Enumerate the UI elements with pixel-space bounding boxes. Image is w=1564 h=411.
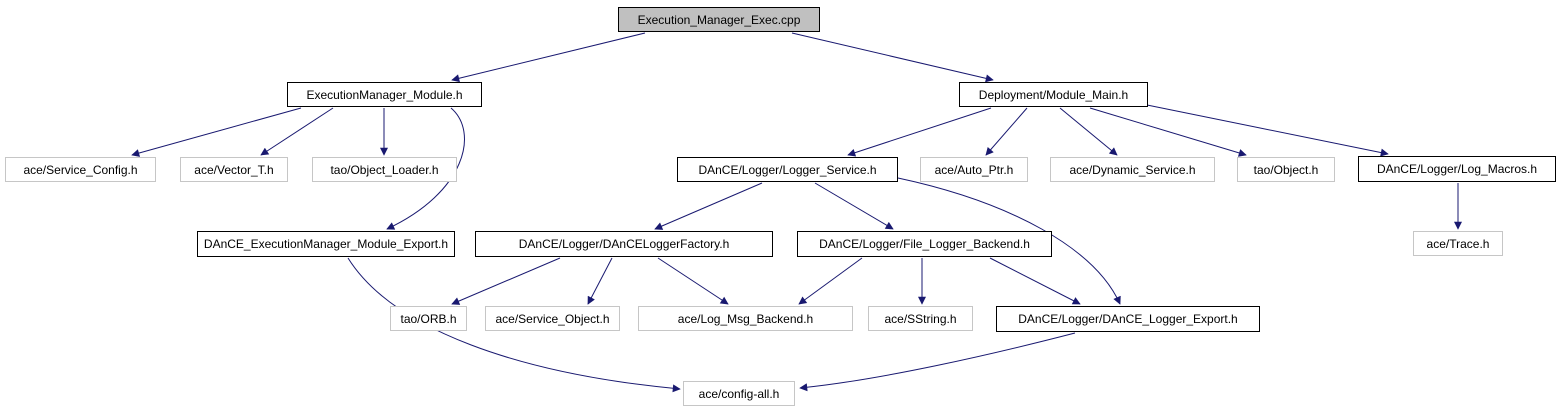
edge-module_main-to-auto_ptr [985,107,1028,156]
node-label: ace/Dynamic_Service.h [1069,162,1196,177]
node-label: ace/Trace.h [1426,236,1490,251]
node-label: DAnCE/Logger/DAnCE_Logger_Export.h [1018,312,1238,326]
node-label: Execution_Manager_Exec.cpp [637,12,801,27]
edge-module_main-to-dynamic_service [1059,107,1118,156]
edge-exec_cpp-to-module_main [791,32,994,83]
node-label: tao/ORB.h [400,311,457,326]
edge-logger_service-to-file_logger_backend [814,182,894,230]
node-file_logger_backend[interactable]: DAnCE/Logger/File_Logger_Backend.h [797,231,1052,257]
node-label: ace/Log_Msg_Backend.h [677,311,814,326]
node-service_object: ace/Service_Object.h [485,306,620,331]
edge-em_module-to-em_module_export [386,107,465,230]
node-config_all: ace/config-all.h [683,381,795,406]
node-label: ace/SString.h [884,311,957,326]
node-label: DAnCE/Logger/Log_Macros.h [1376,162,1538,176]
edge-em_module-to-service_config [131,107,302,157]
node-sstring: ace/SString.h [868,306,973,331]
node-label: DAnCE/Logger/File_Logger_Backend.h [819,237,1030,251]
edge-file_logger_backend-to-log_msg_backend [798,257,863,305]
node-object_loader: tao/Object_Loader.h [312,157,457,182]
node-auto_ptr: ace/Auto_Ptr.h [920,157,1028,182]
edge-module_main-to-log_macros [1146,104,1389,157]
edge-exec_cpp-to-em_module [451,32,646,83]
node-tao_object: tao/Object.h [1237,157,1335,182]
node-label: tao/Object_Loader.h [330,162,439,177]
node-label: DAnCE_ExecutionManager_Module_Export.h [203,237,449,251]
node-label: DAnCE/Logger/DAnCELoggerFactory.h [518,237,730,251]
node-label: DAnCE/Logger/Logger_Service.h [698,162,877,177]
node-vector_t: ace/Vector_T.h [180,157,288,182]
node-log_macros[interactable]: DAnCE/Logger/Log_Macros.h [1358,156,1556,182]
edge-logger_factory-to-service_object [587,257,613,305]
node-label: tao/Object.h [1253,162,1319,177]
node-tao_orb: tao/ORB.h [390,306,467,331]
node-label: ace/Service_Object.h [495,311,610,326]
edge-em_module_export-to-config_all [347,257,681,393]
node-logger_export[interactable]: DAnCE/Logger/DAnCE_Logger_Export.h [996,306,1260,332]
edge-logger_service-to-logger_export [897,177,1121,305]
node-exec_cpp: Execution_Manager_Exec.cpp [618,7,820,32]
edge-em_module-to-vector_t [260,107,334,156]
node-logger_factory[interactable]: DAnCE/Logger/DAnCELoggerFactory.h [475,231,773,257]
node-label: Deployment/Module_Main.h [978,87,1129,102]
node-label: ace/Service_Config.h [23,162,138,177]
node-ace_trace: ace/Trace.h [1413,231,1503,256]
node-em_module_export[interactable]: DAnCE_ExecutionManager_Module_Export.h [197,231,455,257]
edge-logger_export-to-config_all [799,332,1076,392]
edge-file_logger_backend-to-logger_export [989,257,1081,305]
edge-module_main-to-logger_service [847,107,992,157]
node-dynamic_service: ace/Dynamic_Service.h [1050,157,1215,182]
edge-module_main-to-tao_object [1089,107,1247,157]
node-label: ace/config-all.h [698,386,780,401]
edge-logger_service-to-logger_factory [654,182,763,230]
node-service_config: ace/Service_Config.h [5,157,156,182]
node-label: ace/Auto_Ptr.h [934,162,1014,177]
node-logger_service[interactable]: DAnCE/Logger/Logger_Service.h [677,157,898,182]
edge-logger_factory-to-log_msg_backend [657,257,729,305]
node-log_msg_backend: ace/Log_Msg_Backend.h [638,306,853,331]
node-label: ace/Vector_T.h [194,162,274,177]
node-label: ExecutionManager_Module.h [306,87,463,102]
node-module_main[interactable]: Deployment/Module_Main.h [959,82,1148,107]
edge-logger_factory-to-tao_orb [451,257,561,305]
node-em_module[interactable]: ExecutionManager_Module.h [287,82,482,107]
